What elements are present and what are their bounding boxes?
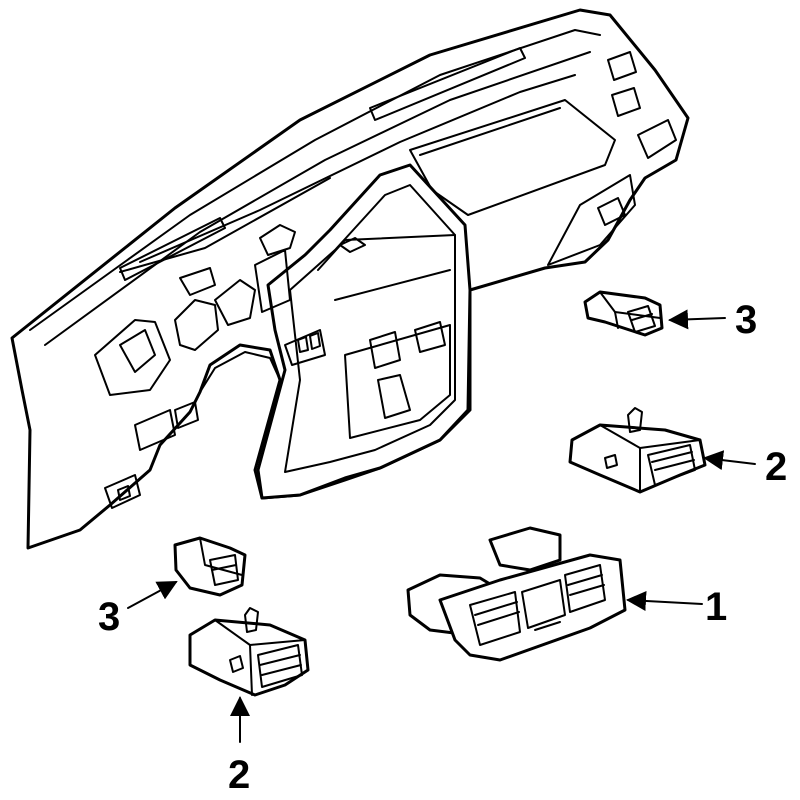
part-3-side-vent-lower: [173, 536, 247, 597]
leader-2-right: [703, 450, 756, 471]
part-2-side-vent-right: [568, 407, 707, 494]
callout-labels: 3 2 1 3 2: [98, 298, 787, 797]
leader-3-lower: [127, 581, 178, 609]
callout-3-lower: 3: [98, 595, 120, 639]
leader-lines: [127, 309, 756, 743]
callout-2-lower: 2: [228, 753, 250, 797]
callout-2-right: 2: [765, 445, 787, 489]
part-3-side-vent-upper: [583, 290, 664, 337]
instrument-panel: [10, 8, 690, 550]
part-2-side-vent-lower: [188, 607, 310, 697]
part-1-center-vent-assembly: [406, 526, 627, 662]
leader-1: [626, 590, 703, 611]
leader-3-upper: [668, 309, 726, 330]
callout-1: 1: [705, 585, 727, 629]
callout-3-upper: 3: [735, 298, 757, 342]
